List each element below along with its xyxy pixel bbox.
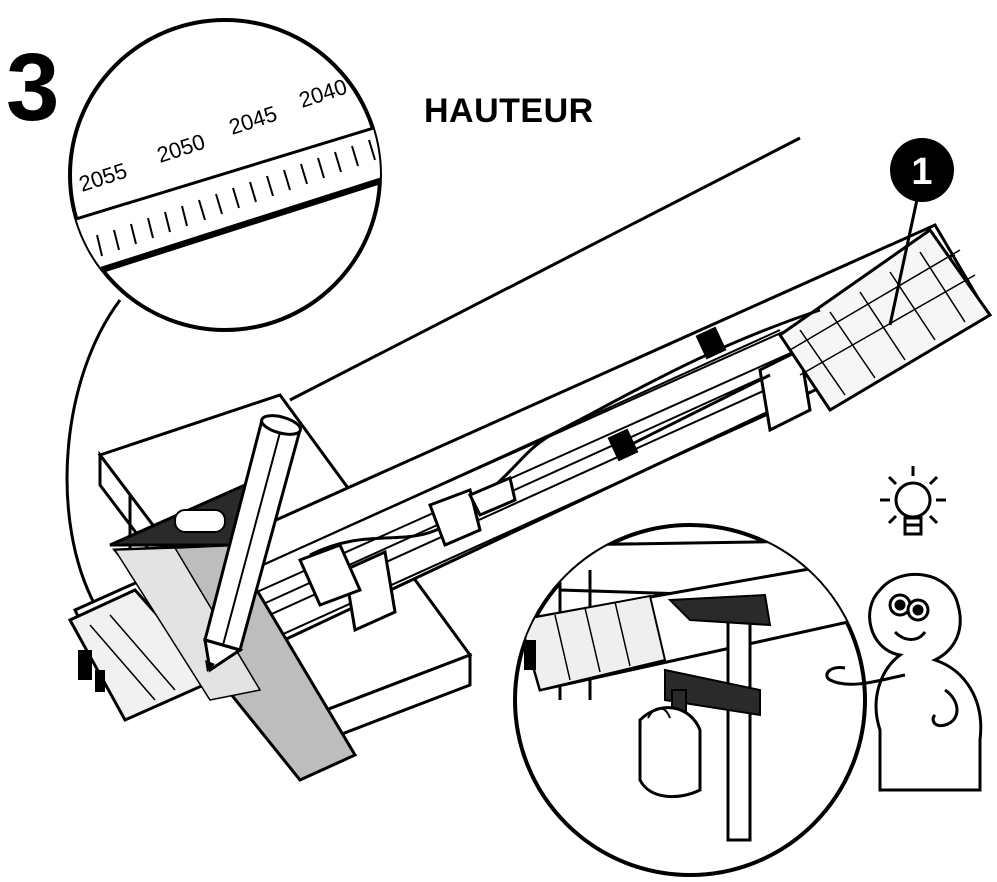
clamp-inset bbox=[513, 523, 867, 877]
callout-number: 1 bbox=[911, 151, 932, 193]
cable bbox=[309, 308, 821, 557]
callout-1: 1 bbox=[888, 138, 954, 326]
ruler-magnifier: 2055 2050 2045 2040 bbox=[68, 18, 382, 332]
step-number: 3 bbox=[6, 34, 60, 141]
light-module-right bbox=[777, 227, 993, 413]
lightbulb-icon bbox=[880, 466, 946, 536]
person-figure bbox=[825, 573, 983, 792]
clamp-icon bbox=[664, 593, 772, 842]
hand bbox=[638, 706, 702, 799]
magnifier-connector bbox=[65, 299, 122, 606]
wall-line bbox=[289, 136, 801, 402]
heading-label: HAUTEUR bbox=[424, 92, 594, 130]
pencil-icon bbox=[203, 414, 302, 673]
cable-connectors bbox=[297, 475, 517, 607]
